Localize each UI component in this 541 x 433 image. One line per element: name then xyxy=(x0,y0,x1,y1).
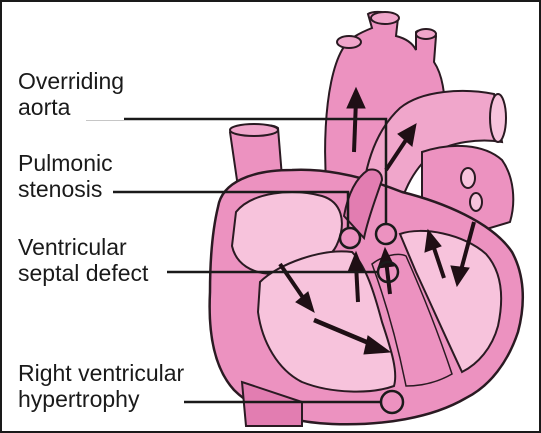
arrow-pulmonary xyxy=(384,123,417,172)
label-rvh-line1: Right ventricular xyxy=(18,360,185,386)
pulmonary-artery-opening xyxy=(489,93,507,143)
label-overriding-aorta: Overriding aorta xyxy=(18,68,125,120)
pulmonic-stenosis-tract xyxy=(342,168,384,241)
pulmonary-trunk xyxy=(360,90,504,219)
leader-pulmonic-stenosis xyxy=(112,190,350,228)
arrow-left-ventricle-down xyxy=(450,221,476,288)
interventricular-septum xyxy=(371,253,453,387)
label-overriding-aorta-line2: aorta xyxy=(18,94,71,120)
right-ventricle-cavity xyxy=(256,250,397,393)
label-vsd: Ventricular septal defect xyxy=(18,234,149,286)
left-ventricle-cavity xyxy=(398,230,503,374)
arrow-aorta-up xyxy=(346,86,366,153)
label-pulmonic-stenosis-line1: Pulmonic xyxy=(18,150,113,176)
pulmonic-stenosis-marker xyxy=(338,226,362,250)
label-rvh-line2: hypertrophy xyxy=(18,386,140,412)
label-pulmonic-stenosis: Pulmonic stenosis xyxy=(18,150,113,202)
label-vsd-line1: Ventricular xyxy=(18,234,127,260)
pulmonary-vein-2 xyxy=(469,192,483,212)
label-rvh: Right ventricular hypertrophy xyxy=(18,360,185,412)
arrow-left-ventricle-up xyxy=(424,228,446,279)
arrow-right-ventricle xyxy=(313,317,392,355)
aortic-branch-1 xyxy=(336,35,362,49)
leader-lines xyxy=(86,117,388,404)
label-vsd-line2: septal defect xyxy=(18,260,149,286)
aortic-branch-2 xyxy=(370,11,400,25)
pulmonary-vein-1 xyxy=(460,167,476,189)
superior-vena-cava-opening xyxy=(229,123,279,137)
leader-overriding-aorta xyxy=(86,117,388,224)
arrow-right-atrium-down xyxy=(278,262,315,314)
label-overriding-aorta-line1: Overriding xyxy=(18,68,125,94)
inferior-vena-cava xyxy=(240,380,303,427)
label-pulmonic-stenosis-line2: stenosis xyxy=(18,176,103,202)
aortic-branch-3 xyxy=(415,28,437,40)
